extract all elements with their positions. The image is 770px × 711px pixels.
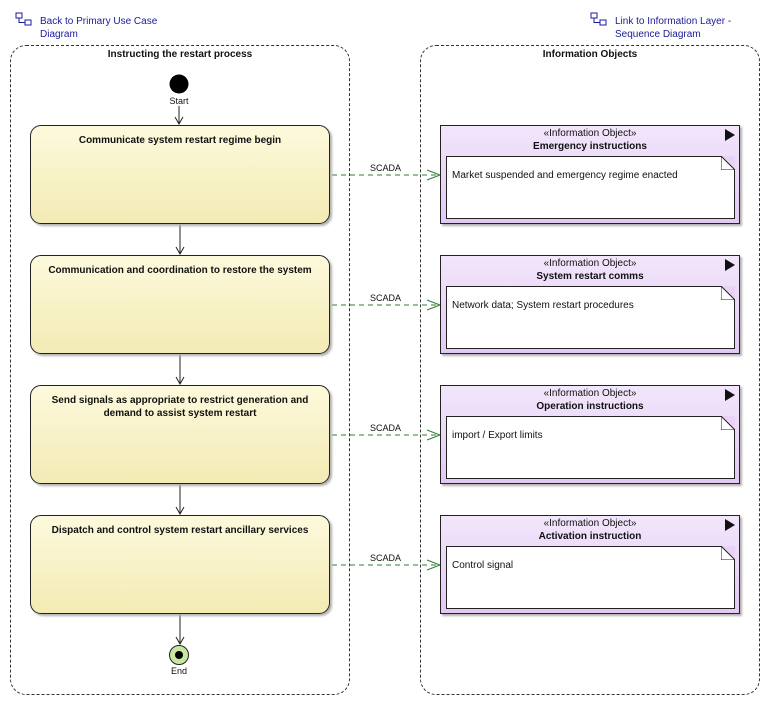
stereotype-label: «Information Object»	[543, 258, 637, 269]
restart-process-partition[interactable]	[10, 45, 350, 695]
info-object-activation-instruction[interactable]: «Information Object» Activation instruct…	[440, 515, 740, 614]
flow-label: SCADA	[370, 293, 402, 303]
package-link-icon[interactable]	[590, 12, 607, 26]
flow-label: SCADA	[370, 553, 402, 563]
action-send-signals[interactable]: Send signals as appropriate to restrict …	[30, 385, 330, 484]
information-layer-link[interactable]: Link to Information Layer - Sequence Dia…	[615, 15, 731, 41]
initial-node[interactable]	[169, 74, 189, 94]
info-object-name: Activation instruction	[538, 531, 642, 542]
flow-label: SCADA	[370, 163, 402, 173]
info-object-name: Emergency instructions	[533, 141, 647, 152]
action-communicate-restart-regime[interactable]: Communicate system restart regime begin	[30, 125, 330, 224]
note-text: Network data; System restart procedures	[452, 300, 634, 311]
stereotype-label: «Information Object»	[543, 388, 637, 399]
package-link-icon[interactable]	[15, 12, 32, 26]
folded-corner-icon	[721, 286, 735, 300]
play-triangle-icon	[725, 259, 735, 271]
start-label: Start	[169, 96, 189, 106]
information-objects-partition[interactable]	[420, 45, 760, 695]
flow-label: SCADA	[370, 423, 402, 433]
note-text: Market suspended and emergency regime en…	[452, 170, 678, 181]
play-triangle-icon	[725, 519, 735, 531]
play-triangle-icon	[725, 389, 735, 401]
info-link-line1[interactable]: Link to Information Layer -	[615, 16, 732, 27]
note-text: import / Export limits	[452, 430, 543, 441]
folded-corner-icon	[721, 416, 735, 430]
info-object-name: Operation instructions	[536, 401, 644, 412]
stereotype-label: «Information Object»	[543, 128, 637, 139]
note-text: Control signal	[452, 560, 514, 571]
play-triangle-icon	[725, 129, 735, 141]
back-to-primary-use-case-link[interactable]: Back to Primary Use Case Diagram	[40, 15, 157, 41]
left-partition-title: Instructing the restart process	[107, 49, 253, 60]
info-object-note[interactable]: import / Export limits	[446, 416, 735, 479]
info-object-system-restart-comms[interactable]: «Information Object» System restart comm…	[440, 255, 740, 354]
action-coordinate-restore-system[interactable]: Communication and coordination to restor…	[30, 255, 330, 354]
info-object-note[interactable]: Control signal	[446, 546, 735, 609]
action-dispatch-ancillary-services[interactable]: Dispatch and control system restart anci…	[30, 515, 330, 614]
info-object-emergency-instructions[interactable]: «Information Object» Emergency instructi…	[440, 125, 740, 224]
stereotype-label: «Information Object»	[543, 518, 637, 529]
info-object-note[interactable]: Market suspended and emergency regime en…	[446, 156, 735, 219]
info-object-name: System restart comms	[536, 271, 644, 282]
info-object-operation-instructions[interactable]: «Information Object» Operation instructi…	[440, 385, 740, 484]
info-object-note[interactable]: Network data; System restart procedures	[446, 286, 735, 349]
folded-corner-icon	[721, 546, 735, 560]
right-partition-title: Information Objects	[542, 49, 638, 60]
folded-corner-icon	[721, 156, 735, 170]
back-link-line2[interactable]: Diagram	[40, 29, 78, 40]
final-node-center	[175, 651, 183, 659]
end-label: End	[170, 666, 187, 676]
back-link-line1[interactable]: Back to Primary Use Case	[40, 16, 158, 27]
info-link-line2[interactable]: Sequence Diagram	[615, 29, 701, 40]
